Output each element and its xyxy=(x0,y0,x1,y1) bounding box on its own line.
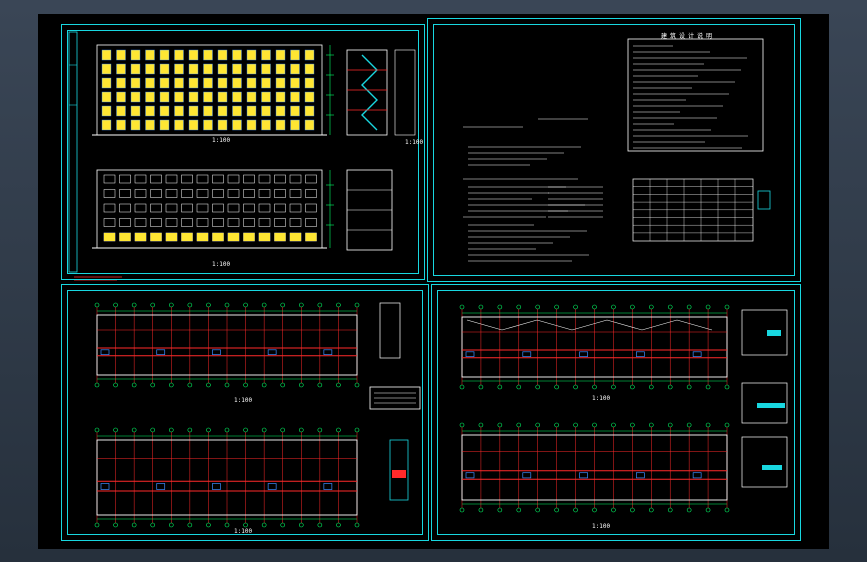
sheet-border xyxy=(67,290,423,535)
notes-drawing xyxy=(463,38,771,262)
plan-left-upper-scale: 1:100 xyxy=(234,397,253,404)
floor-plans-left xyxy=(94,302,421,528)
south-elevation-scale: 1:100 xyxy=(212,261,231,268)
sheet-border xyxy=(437,290,795,535)
section-scale: 1:100 xyxy=(405,139,424,146)
sheet-border xyxy=(433,24,795,276)
floor-plans-right xyxy=(459,304,788,513)
sheet-plans-left[interactable]: 1:100 1:100 xyxy=(61,284,429,541)
plan-left-lower-scale: 1:100 xyxy=(234,528,253,535)
plan-right-upper-scale: 1:100 xyxy=(592,395,611,402)
notes-title: 建筑设计说明 xyxy=(661,33,716,40)
drawing-canvas[interactable]: 1:100 1:100 1:100 建筑设计说明 xyxy=(38,14,829,549)
sheet-elevations[interactable]: 1:100 1:100 1:100 xyxy=(61,24,425,281)
elevation-drawing xyxy=(68,31,416,281)
plan-right-lower-scale: 1:100 xyxy=(592,523,611,530)
sheet-plans-right[interactable]: 1:100 1:100 xyxy=(431,284,801,541)
sheet-notes[interactable]: 建筑设计说明 xyxy=(427,18,801,282)
sheet-border xyxy=(67,30,419,274)
north-elevation-scale: 1:100 xyxy=(212,137,231,144)
